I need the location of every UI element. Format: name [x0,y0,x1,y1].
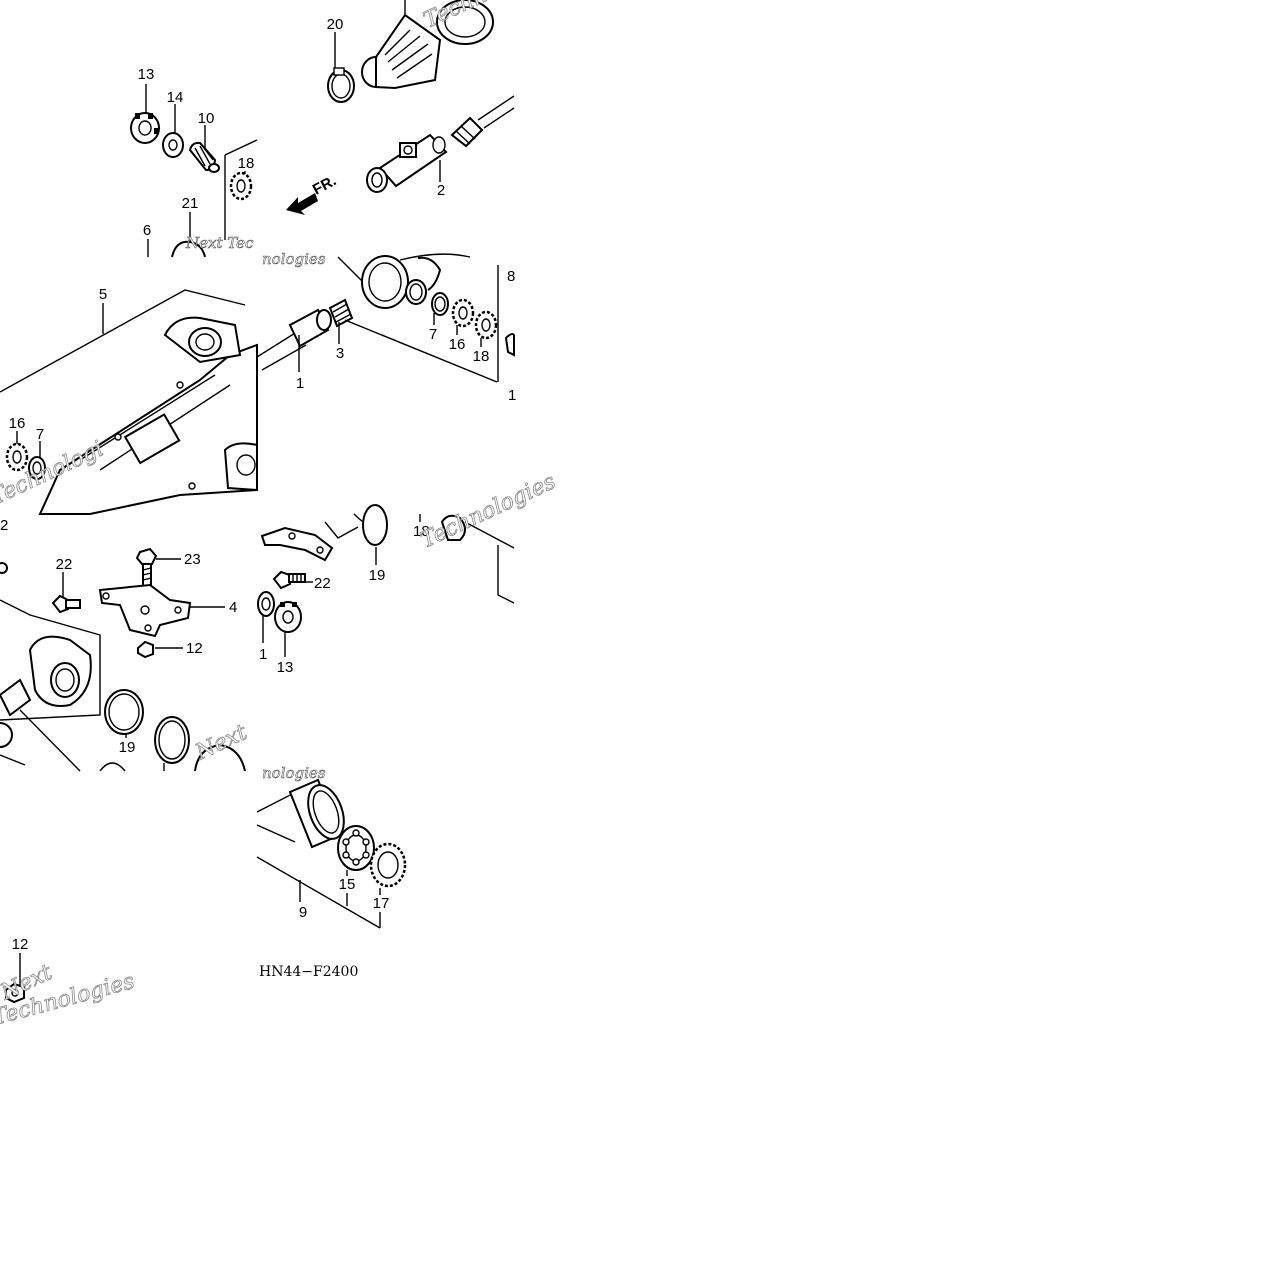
tile-bottom-left: 12 Next Technologies [0,936,138,1031]
callout-15: 15 [339,876,356,893]
watermark-technologies-3: Technologies [417,469,560,553]
tile-lower-left: 2 23 22 4 12 [0,517,252,772]
callout-22b: 22 [314,575,331,592]
castle-nut-part-lower [274,601,302,633]
tile-middle-left: 5 16 7 Technolog [0,286,258,515]
callout-18: 18 [238,155,255,172]
callout-23: 23 [184,551,201,568]
callout-6: 6 [143,222,151,239]
housing-part [337,253,498,383]
callout-12: 12 [186,640,203,657]
callout-7b: 7 [429,326,437,343]
callout-13: 13 [138,66,155,83]
nut-12-part [137,640,154,659]
tile-middle-right: nologies 1 3 [256,250,516,404]
callout-13b: 13 [277,659,294,676]
callout-18b: 18 [473,348,490,365]
callout-14: 14 [167,89,184,106]
callout-9: 9 [299,904,307,921]
callout-3: 3 [336,345,344,362]
callout-20: 20 [327,16,344,33]
o-ring-part-1 [104,689,144,735]
callout-16: 16 [9,415,26,432]
pivot-collar-part [256,308,332,371]
tile-bottom-center: nologies 15 17 9 HN [256,764,407,980]
callout-7: 7 [36,426,44,443]
callout-5: 5 [99,286,107,303]
o-ring-part-2 [154,716,190,764]
bolt-22b-part [272,570,306,590]
callout-8: 8 [507,268,515,285]
callout-1: 1 [296,375,304,392]
bracket-fragment-part [260,526,334,562]
o-ring-part-3 [353,504,388,546]
nut-12b-part [5,982,25,1004]
universal-joint-part [366,133,448,193]
callout-1b: 1 [508,387,516,404]
seal-part-left [28,456,46,480]
washer-part [162,132,184,158]
callout-16b: 16 [449,336,466,353]
watermark-nologies: nologies [262,250,326,268]
drive-shaft-part [450,95,515,148]
tile-upper-left: 13 14 10 18 21 6 Next Tec [130,66,258,258]
boot-clamp-part [327,67,355,103]
castle-nut-part [130,112,160,144]
callout-18c: 18 [413,523,430,540]
tile-lower-right: 22 19 18 Technologies 1 13 [257,469,560,676]
bearing-part-right [474,310,498,340]
spring-part [328,298,354,328]
callout-4: 4 [229,599,237,616]
callout-12b: 12 [12,936,29,953]
bolt-22-part [51,594,81,614]
bearing-part-upper [229,171,253,201]
flange-housing-part [0,599,101,772]
callout-1c: 1 [259,646,267,663]
washer-part-lower [257,591,275,617]
cv-boot-part [361,0,494,90]
callout-2b: 2 [0,517,8,534]
shaft-tube-part [256,778,345,849]
callout-17: 17 [373,895,390,912]
seal-part-middle [405,279,449,316]
callout-22: 22 [56,556,73,573]
bearing-15-part [337,825,375,871]
watermark-nologies-2: nologies [262,764,326,782]
diagram-code: HN44−F2400 [259,964,358,980]
swingarm-part [38,316,258,515]
callout-21: 21 [182,195,199,212]
callout-2: 2 [437,182,445,199]
callout-19b: 19 [369,567,386,584]
tile-upper-right: 20 2 F [286,0,563,215]
bolt-23-part [135,547,158,591]
bearing-part-middle [451,298,475,328]
bearing-part-left [5,442,29,472]
watermark-text: Next Tec [185,234,254,252]
mounting-bracket-part [98,583,192,638]
front-direction-arrow: FR. [286,172,339,215]
callout-19: 19 [119,739,136,756]
seal-17-part [369,842,407,888]
callout-10: 10 [198,110,215,127]
